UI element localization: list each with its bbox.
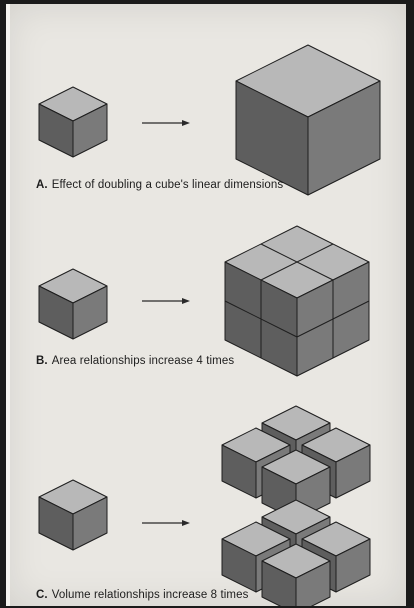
caption-b-letter: B.: [36, 355, 48, 367]
caption-a: A.Effect of doubling a cube's linear dim…: [36, 179, 283, 191]
book-page: A.Effect of doubling a cube's linear dim…: [6, 4, 406, 606]
small-cube-c: [38, 479, 108, 551]
lower-cube-front-right-face: [295, 560, 331, 606]
caption-c: C.Volume relationships increase 8 times: [36, 589, 248, 601]
caption-b: B.Area relationships increase 4 times: [36, 355, 234, 367]
upper-cube-right-right-face: [335, 444, 371, 499]
large-cube-b: [224, 225, 370, 377]
cube-scaling-diagram: [38, 44, 381, 606]
small-cube-a-right-face: [72, 103, 108, 158]
arrow-c: [142, 520, 190, 526]
caption-b-text: Area relationships increase 4 times: [51, 355, 235, 367]
small-cube-b: [38, 268, 108, 340]
large-cube-a-right-face: [307, 80, 381, 196]
lower-cube-front-left-face: [261, 560, 297, 606]
small-cube-c-right-face: [72, 496, 108, 551]
caption-a-letter: A.: [36, 179, 48, 191]
caption-c-letter: C.: [36, 589, 48, 601]
grid-top-2: [260, 243, 334, 281]
arrow-b: [142, 298, 190, 304]
caption-c-text: Volume relationships increase 8 times: [51, 589, 249, 601]
grid-right-h: [296, 300, 370, 338]
caption-a-text: Effect of doubling a cube's linear dimen…: [51, 179, 284, 191]
small-cube-b-right-face: [72, 285, 108, 340]
large-cube-a: [235, 44, 381, 196]
small-cube-a: [38, 86, 108, 158]
arrow-a: [142, 120, 190, 126]
lower-cube-right-right-face: [335, 538, 371, 593]
grid-left-h: [224, 300, 298, 338]
lower-cube-front: [261, 543, 331, 606]
